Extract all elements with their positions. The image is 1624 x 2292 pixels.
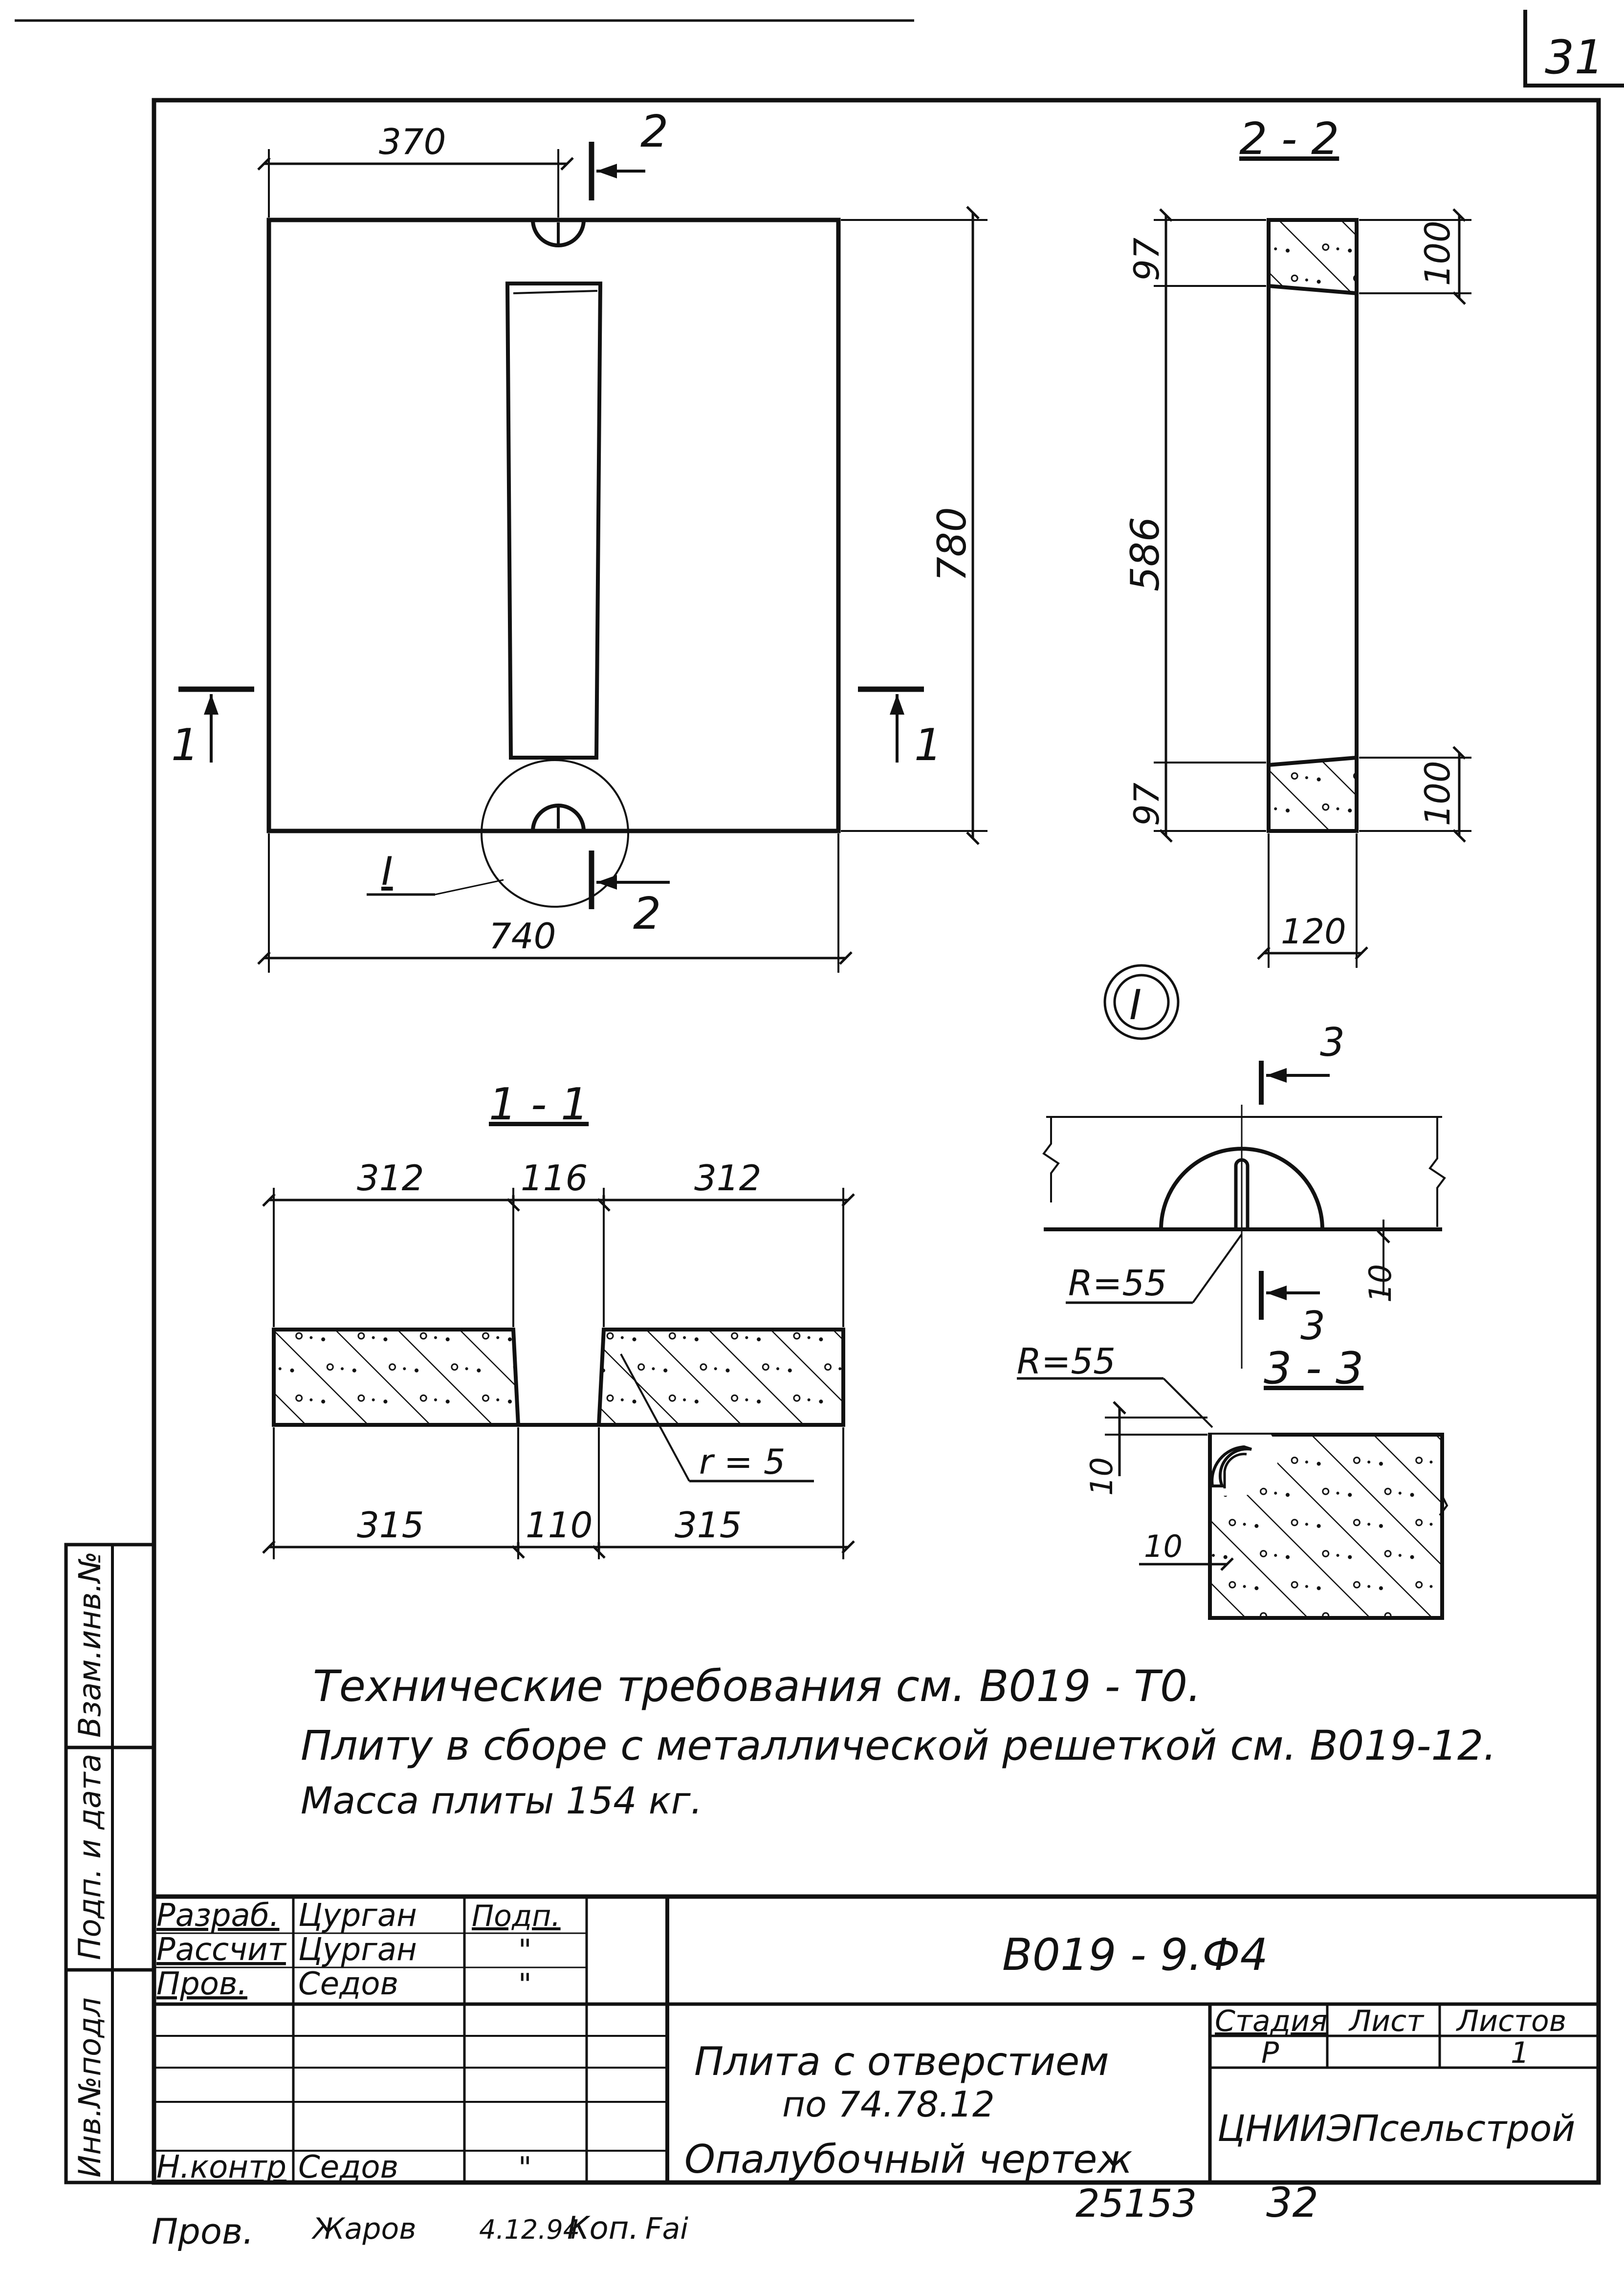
dim-1-1-bottom-left: 315 bbox=[357, 1505, 424, 1546]
dim-plan-370: 370 bbox=[379, 121, 446, 162]
section-2-2: 2 - 2 97 100 586 97 100 120 bbox=[1122, 113, 1471, 968]
sign-checked: " bbox=[518, 1967, 532, 2002]
section-mark-2-top: 2 bbox=[640, 106, 668, 157]
technical-notes: Технические требования см. В019 - Т0. Пл… bbox=[301, 1661, 1496, 1822]
section-3-3-title: 3 - 3 bbox=[1264, 1343, 1363, 1394]
slab-outline bbox=[266, 218, 841, 833]
detail-radius-label: R=55 bbox=[1068, 1263, 1167, 1304]
name-developer: Цурган bbox=[298, 1898, 417, 1934]
section-mark-3-top: 3 bbox=[1320, 1020, 1345, 1065]
sheets-value: 1 bbox=[1511, 2036, 1529, 2070]
drawing-frame bbox=[152, 98, 1601, 2185]
section-mark-2-bottom: 2 bbox=[633, 888, 661, 939]
sign-norm-control: " bbox=[518, 2151, 532, 2185]
sign-calculated: " bbox=[518, 1933, 532, 1967]
section-3-3-dim-h: 10 bbox=[1144, 1528, 1183, 1564]
title-line-2: по 74.78.12 bbox=[782, 2084, 995, 2125]
side-stamp-label-signature: Подп. и дата bbox=[72, 1754, 108, 1960]
detail-dim-10: 10 bbox=[1362, 1264, 1398, 1303]
bottom-notch bbox=[531, 804, 586, 831]
role-checked: Пров. bbox=[156, 1966, 247, 2002]
section-mark-1-left: 1 bbox=[171, 720, 199, 771]
section-1-1-radius-note: r = 5 bbox=[699, 1442, 785, 1482]
footer-checked-label: Пров. bbox=[152, 2211, 254, 2252]
footer-date: 4.12.94 bbox=[479, 2214, 580, 2245]
dim-1-1-top-right: 312 bbox=[694, 1157, 761, 1199]
role-developer: Разраб. bbox=[156, 1898, 280, 1934]
footer: Пров. Жаров 4.12.94 Коп. Fai 25153 32 bbox=[152, 2179, 1318, 2252]
top-notch bbox=[531, 219, 586, 247]
note-line-1: Технические требования см. В019 - Т0. bbox=[313, 1661, 1201, 1711]
section-2-2-title: 2 - 2 bbox=[1239, 113, 1339, 165]
section-3-3-radius: R=55 bbox=[1017, 1341, 1116, 1382]
name-calculated: Цурган bbox=[298, 1932, 417, 1968]
note-line-3: Масса плиты 154 кг. bbox=[301, 1779, 702, 1822]
title-line-1: Плита с отверстием bbox=[694, 2039, 1109, 2084]
dim-1-1-bottom-middle: 110 bbox=[526, 1505, 593, 1546]
section-1-1: 1 - 1 r = 5 312 116 312 315 110 315 bbox=[262, 1079, 855, 1559]
stage-header: Стадия bbox=[1215, 2004, 1327, 2038]
plan-view: I 370 2 2 1 1 740 780 bbox=[171, 106, 988, 973]
slab-opening bbox=[505, 282, 603, 760]
organization: ЦНИИЭПсельстрой bbox=[1217, 2108, 1575, 2150]
stage-value: Р bbox=[1261, 2036, 1279, 2070]
role-calculated: Рассчит bbox=[156, 1932, 287, 1968]
section-mark-3-bottom: 3 bbox=[1300, 1303, 1325, 1349]
dim-2-2-120: 120 bbox=[1281, 912, 1346, 952]
section-1-1-title: 1 - 1 bbox=[489, 1079, 589, 1130]
footer-page: 32 bbox=[1266, 2179, 1318, 2227]
page-number-box: 31 bbox=[1523, 10, 1624, 87]
detail-I: I 3 R=55 3 10 bbox=[1042, 964, 1446, 1369]
dim-plan-740: 740 bbox=[489, 916, 556, 957]
document-code: В019 - 9.Ф4 bbox=[1002, 1929, 1268, 1981]
sheet-header: Лист bbox=[1348, 2004, 1425, 2038]
sign-header: Подп. bbox=[472, 1899, 561, 1933]
dim-2-2-586: 586 bbox=[1122, 517, 1168, 591]
dim-plan-780: 780 bbox=[929, 507, 975, 582]
footer-signature: Жаров bbox=[311, 2212, 417, 2246]
side-stamp-label-inventory: Инв.№подл bbox=[72, 1997, 108, 2178]
detail-badge-label: I bbox=[1129, 981, 1141, 1029]
page-number: 31 bbox=[1545, 31, 1604, 85]
detail-callout-circle bbox=[481, 759, 629, 908]
title-block: Разраб. Цурган Подп. Рассчит Цурган " Пр… bbox=[154, 1894, 1599, 2185]
name-norm-control: Седов bbox=[298, 2149, 398, 2185]
dim-2-2-97-top: 97 bbox=[1127, 238, 1167, 281]
name-checked: Седов bbox=[298, 1966, 398, 2002]
title-line-3: Опалубочный чертеж bbox=[684, 2137, 1132, 2182]
sheets-header: Листов bbox=[1456, 2004, 1566, 2038]
detail-callout-label: I bbox=[381, 849, 393, 894]
archive-number: 25153 bbox=[1075, 2182, 1197, 2226]
footer-copy-label: Коп. bbox=[567, 2210, 639, 2247]
role-norm-control: Н.контр bbox=[156, 2149, 286, 2185]
dim-2-2-97-bottom: 97 bbox=[1127, 783, 1167, 826]
section-3-3-dim-v: 10 bbox=[1084, 1457, 1119, 1496]
footer-copy-signature: Fai bbox=[645, 2212, 688, 2246]
note-line-2: Плиту в сборе с металлической решеткой с… bbox=[301, 1722, 1496, 1769]
side-stamp-label-replaced: Взам.инв.№ bbox=[72, 1551, 108, 1738]
section-mark-1-right: 1 bbox=[914, 720, 942, 771]
dim-2-2-100-bottom: 100 bbox=[1418, 761, 1458, 826]
dim-1-1-top-middle: 116 bbox=[521, 1157, 588, 1199]
dim-2-2-100-top: 100 bbox=[1418, 220, 1458, 286]
section-3-3: R=55 3 - 3 10 10 bbox=[1017, 1341, 1448, 1620]
side-stamp: Взам.инв.№ Подп. и дата Инв.№подл bbox=[64, 1543, 156, 2184]
dim-1-1-bottom-right: 315 bbox=[675, 1505, 742, 1546]
dim-1-1-top-left: 312 bbox=[357, 1157, 424, 1199]
detail-badge-outer bbox=[1103, 964, 1180, 1040]
